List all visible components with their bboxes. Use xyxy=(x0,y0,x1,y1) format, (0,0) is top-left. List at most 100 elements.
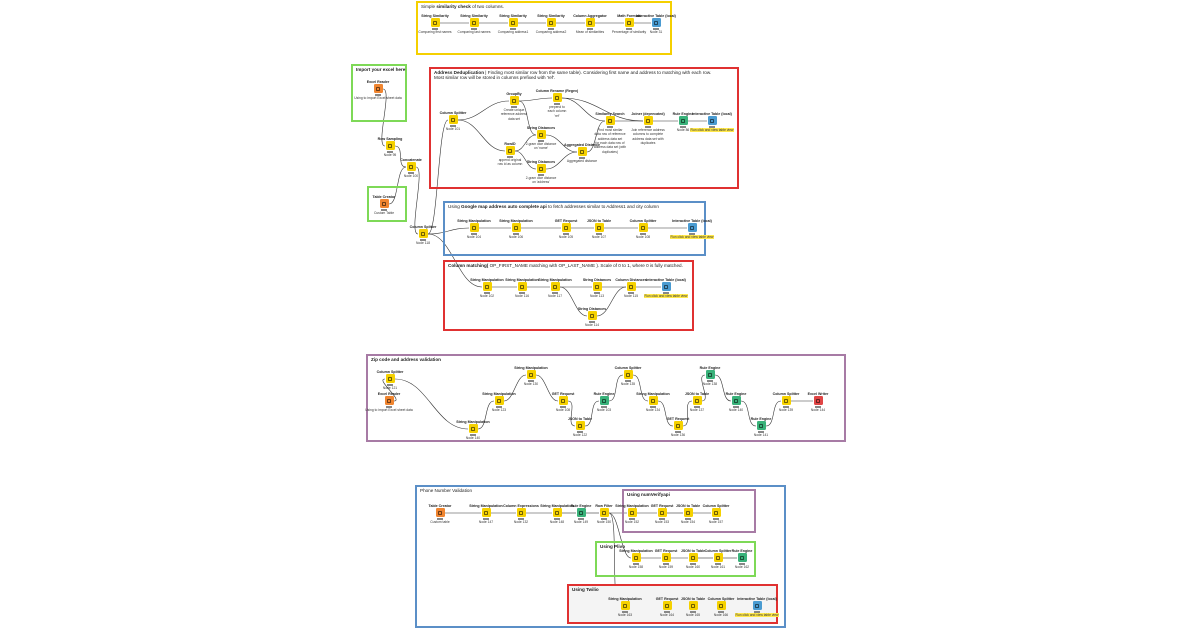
connection-d4-d8[interactable] xyxy=(561,97,606,122)
annotation-dedup[interactable]: Address Deduplication | Finding most sim… xyxy=(429,67,739,189)
manip-node-icon[interactable] xyxy=(605,116,615,126)
connection-z3-z4[interactable] xyxy=(477,400,495,430)
annotation-twilio[interactable]: Using Twilio xyxy=(567,584,778,624)
manip-node-icon[interactable] xyxy=(627,508,637,518)
node-g6[interactable]: Interactive Table (local)Run click and v… xyxy=(667,215,717,240)
manip-node-icon[interactable] xyxy=(643,116,653,126)
connection-d1-d3[interactable] xyxy=(457,119,506,152)
connection-d2-d5[interactable] xyxy=(518,100,537,136)
manip-node-icon[interactable] xyxy=(648,396,658,406)
annotation-numverify[interactable]: Using numVerifyapi xyxy=(622,489,756,533)
manip-node-icon[interactable] xyxy=(385,141,395,151)
connection-d3-d5[interactable] xyxy=(514,134,537,152)
connection-z14-z15[interactable] xyxy=(740,400,757,427)
annotation-imp[interactable]: Import your excel here xyxy=(351,64,407,122)
manip-node-icon[interactable] xyxy=(599,508,609,518)
manip-node-icon[interactable] xyxy=(385,374,395,384)
manip-node-icon[interactable] xyxy=(585,18,595,28)
reader-node-icon[interactable] xyxy=(379,199,389,209)
reader-node-icon[interactable] xyxy=(373,84,383,94)
manip-node-icon[interactable] xyxy=(546,18,556,28)
connection-cs118-d1[interactable] xyxy=(427,119,449,235)
connection-d1-d2[interactable] xyxy=(457,100,510,121)
connection-d4-d9[interactable] xyxy=(561,97,644,122)
manip-node-icon[interactable] xyxy=(692,396,702,406)
connection-er1-rs[interactable] xyxy=(381,88,387,147)
connection-conc-cs118[interactable] xyxy=(414,166,420,235)
rule-node-icon[interactable] xyxy=(576,508,586,518)
manip-node-icon[interactable] xyxy=(661,553,671,563)
manip-node-icon[interactable] xyxy=(624,18,634,28)
connection-z2-z3[interactable] xyxy=(394,378,469,430)
manip-node-icon[interactable] xyxy=(536,130,546,140)
manip-node-icon[interactable] xyxy=(517,282,527,292)
manip-node-icon[interactable] xyxy=(509,96,519,106)
connection-d5-d7[interactable] xyxy=(545,134,578,153)
rule-node-icon[interactable] xyxy=(756,421,766,431)
view-node-icon[interactable] xyxy=(687,223,697,233)
node-s7[interactable]: Interactive Table (local)Node 31 xyxy=(631,10,681,35)
connection-p6-p11[interactable] xyxy=(608,512,632,559)
manip-node-icon[interactable] xyxy=(587,311,597,321)
manip-node-icon[interactable] xyxy=(713,553,723,563)
connection-cs118-g1[interactable] xyxy=(427,227,470,235)
manip-node-icon[interactable] xyxy=(552,508,562,518)
annotation-colmatch[interactable]: Column matching( OP_FIRST_NAME matching … xyxy=(443,260,694,331)
view-node-icon[interactable] xyxy=(707,116,717,126)
rule-node-icon[interactable] xyxy=(678,116,688,126)
connection-z11-z12[interactable] xyxy=(682,400,693,427)
manip-node-icon[interactable] xyxy=(594,223,604,233)
manip-node-icon[interactable] xyxy=(561,223,571,233)
manip-node-icon[interactable] xyxy=(623,370,633,380)
connection-z8-z9[interactable] xyxy=(608,374,624,402)
manip-node-icon[interactable] xyxy=(536,164,546,174)
manip-node-icon[interactable] xyxy=(430,18,440,28)
manip-node-icon[interactable] xyxy=(577,147,587,157)
manip-node-icon[interactable] xyxy=(508,18,518,28)
connection-z15-z16[interactable] xyxy=(765,400,782,427)
connection-z10-z11[interactable] xyxy=(657,400,674,427)
manip-node-icon[interactable] xyxy=(482,282,492,292)
manip-node-icon[interactable] xyxy=(711,508,721,518)
annotation-tbl[interactable] xyxy=(367,186,407,222)
connection-z7-z8[interactable] xyxy=(584,400,600,427)
manip-node-icon[interactable] xyxy=(469,18,479,28)
manip-node-icon[interactable] xyxy=(505,146,515,156)
rule-node-icon[interactable] xyxy=(705,370,715,380)
writer-node-icon[interactable] xyxy=(813,396,823,406)
